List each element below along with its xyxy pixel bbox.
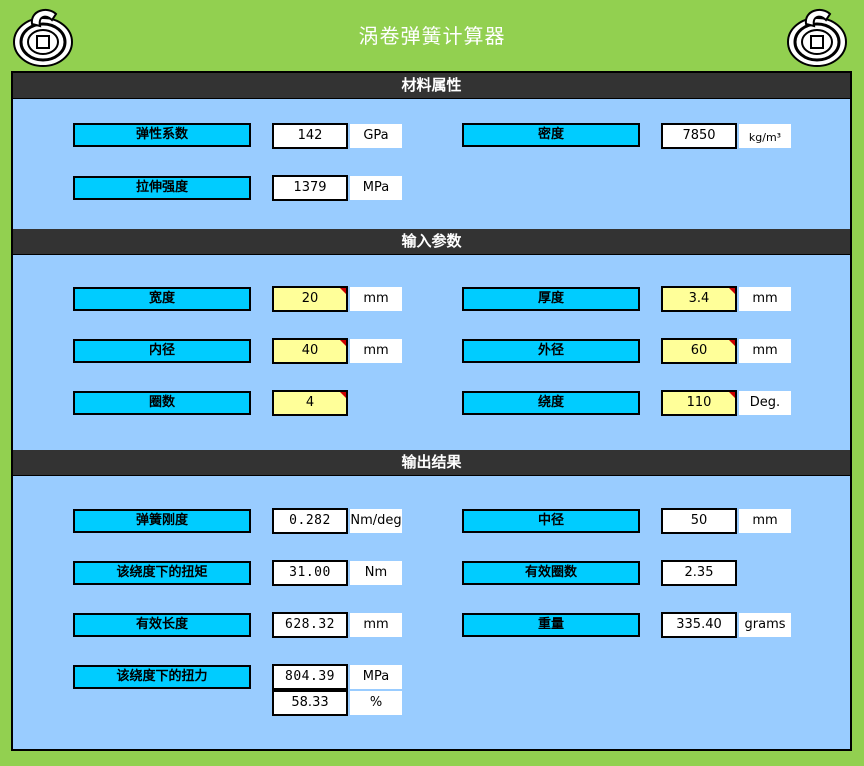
tensile-strength-value: 1379: [272, 175, 348, 201]
width-label: 宽度: [73, 287, 251, 311]
density-value: 7850: [661, 123, 737, 149]
tensile-strength-unit: MPa: [350, 176, 402, 200]
outer-diameter-unit: mm: [739, 339, 791, 363]
turns-label: 圈数: [73, 391, 251, 415]
active-length-value: 628.32: [272, 612, 348, 638]
inner-diameter-input[interactable]: 40: [272, 338, 348, 364]
tensile-strength-label: 拉伸强度: [73, 176, 251, 200]
mean-diameter-value: 50: [661, 508, 737, 534]
stress-percent-value: 58.33: [272, 690, 348, 716]
coil-spring-icon: [787, 8, 847, 67]
width-unit: mm: [350, 287, 402, 311]
active-length-label: 有效长度: [73, 613, 251, 637]
mean-diameter-unit: mm: [739, 509, 791, 533]
section-header-material: 材料属性: [13, 73, 850, 99]
app-title: 涡卷弹簧计算器: [358, 24, 506, 48]
stress-unit: MPa: [350, 665, 402, 689]
weight-label: 重量: [462, 613, 640, 637]
section-header-input: 输入参数: [13, 229, 850, 255]
thickness-unit: mm: [739, 287, 791, 311]
torque-value: 31.00: [272, 560, 348, 586]
turns-input[interactable]: 4: [272, 390, 348, 416]
spring-rate-value: 0.282: [272, 508, 348, 534]
mean-diameter-label: 中径: [462, 509, 640, 533]
width-input[interactable]: 20: [272, 286, 348, 312]
spring-rate-unit: Nm/deg: [350, 509, 402, 533]
wind-angle-unit: Deg.: [739, 391, 791, 415]
active-turns-label: 有效圈数: [462, 561, 640, 585]
density-label: 密度: [462, 123, 640, 147]
elastic-modulus-value: 142: [272, 123, 348, 149]
outer-diameter-input[interactable]: 60: [661, 338, 737, 364]
wind-angle-label: 绕度: [462, 391, 640, 415]
active-length-unit: mm: [350, 613, 402, 637]
stress-percent-unit: %: [350, 691, 402, 715]
calculator-panel: 材料属性 弹性系数 142 GPa 密度 7850 kg/m³ 拉伸强度 137…: [11, 71, 852, 751]
thickness-input[interactable]: 3.4: [661, 286, 737, 312]
weight-unit: grams: [739, 613, 791, 637]
elastic-modulus-label: 弹性系数: [73, 123, 251, 147]
inner-diameter-unit: mm: [350, 339, 402, 363]
wind-angle-input[interactable]: 110: [661, 390, 737, 416]
section-header-output: 输出结果: [13, 450, 850, 476]
torque-label: 该绕度下的扭矩: [73, 561, 251, 585]
coil-spring-icon: [13, 8, 73, 67]
stress-label: 该绕度下的扭力: [73, 665, 251, 689]
outer-diameter-label: 外径: [462, 339, 640, 363]
torque-unit: Nm: [350, 561, 402, 585]
inner-diameter-label: 内径: [73, 339, 251, 363]
elastic-modulus-unit: GPa: [350, 124, 402, 148]
stress-value: 804.39: [272, 664, 348, 690]
weight-value: 335.40: [661, 612, 737, 638]
active-turns-value: 2.35: [661, 560, 737, 586]
thickness-label: 厚度: [462, 287, 640, 311]
density-unit: kg/m³: [739, 124, 791, 148]
spring-rate-label: 弹簧刚度: [73, 509, 251, 533]
